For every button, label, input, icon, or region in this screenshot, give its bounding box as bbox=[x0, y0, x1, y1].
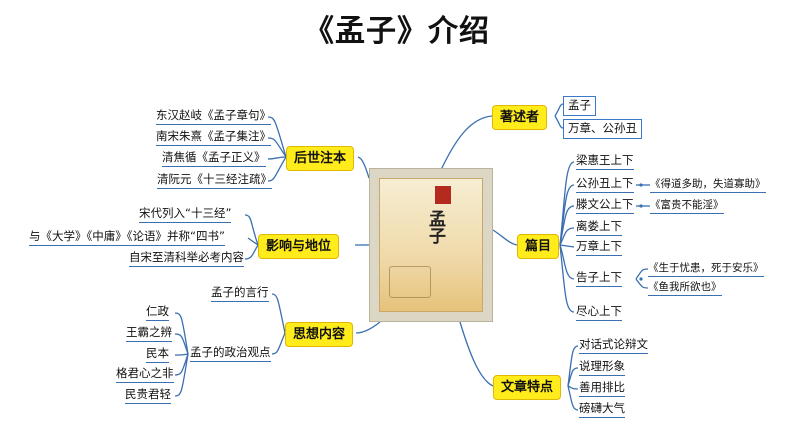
note-tengwengong: 《富贵不能淫》 bbox=[650, 200, 724, 214]
edge-center-houshi bbox=[357, 156, 370, 179]
hub-yingxiang: 影响与地位 bbox=[258, 234, 340, 259]
edge-center-zhushuzhe bbox=[439, 115, 493, 173]
sub-sixiang-2: 王霸之辨 bbox=[126, 326, 172, 342]
landscape-icon bbox=[389, 266, 431, 298]
sub-sixiang-3: 民本 bbox=[146, 347, 169, 363]
cover-inner: 孟子 bbox=[379, 178, 483, 312]
leaf-pianmu-5: 万章上下 bbox=[576, 240, 622, 256]
leaf-houshi-3: 清焦循《孟子正义》 bbox=[162, 151, 266, 167]
note-gaozi-2: 《鱼我所欲也》 bbox=[648, 282, 722, 296]
leaf-pianmu-1: 梁惠王上下 bbox=[576, 154, 634, 170]
leaf-pianmu-2: 公孙丑上下 bbox=[576, 177, 634, 193]
sub-sixiang-1: 仁政 bbox=[146, 305, 169, 321]
leaf-wenzhang-4: 磅礴大气 bbox=[579, 402, 625, 418]
hub-zhushuzhe: 著述者 bbox=[492, 105, 548, 130]
leaf-yingxiang-3: 自宋至清科举必考内容 bbox=[129, 251, 244, 267]
edge-center-pianmu bbox=[492, 229, 518, 246]
leaf-yingxiang-2: 与《大学》《中庸》《论语》并称“四书” bbox=[29, 230, 225, 246]
book-cover-image: 孟子 bbox=[369, 168, 493, 322]
leaf-sixiang-1: 孟子的言行 bbox=[211, 286, 269, 302]
note-gongsunchou: 《得道多助，失道寡助》 bbox=[650, 179, 766, 193]
leaf-pianmu-3: 滕文公上下 bbox=[576, 198, 634, 214]
hub-houshi: 后世注本 bbox=[286, 146, 355, 171]
leaf-wenzhang-3: 善用排比 bbox=[579, 381, 625, 397]
sub-sixiang-4: 格君心之非 bbox=[116, 367, 174, 383]
leaf-pianmu-6: 告子上下 bbox=[576, 271, 622, 287]
note-gaozi-1: 《生于忧患，死于安乐》 bbox=[648, 263, 764, 277]
hub-wenzhang: 文章特点 bbox=[493, 375, 562, 400]
page-title: 《孟子》介绍 bbox=[304, 14, 490, 49]
leaf-yingxiang-1: 宋代列入“十三经” bbox=[139, 207, 232, 223]
leaf-houshi-1: 东汉赵岐《孟子章句》 bbox=[156, 109, 271, 125]
leaf-houshi-2: 南宋朱熹《孟子集注》 bbox=[156, 130, 271, 146]
leaf-wenzhang-2: 说理形象 bbox=[579, 360, 625, 376]
leaf-houshi-4: 清阮元《十三经注疏》 bbox=[157, 173, 272, 189]
leaf-zhushuzhe-1: 孟子 bbox=[563, 96, 596, 116]
leaf-wenzhang-1: 对话式论辩文 bbox=[579, 338, 648, 354]
sub-sixiang-5: 民贵君轻 bbox=[125, 388, 171, 404]
leaf-pianmu-4: 离娄上下 bbox=[576, 220, 622, 236]
leaf-sixiang-2: 孟子的政治观点 bbox=[190, 346, 271, 362]
seal-icon bbox=[435, 186, 451, 204]
hub-sixiang: 思想内容 bbox=[285, 322, 354, 347]
cover-title: 孟子 bbox=[425, 210, 445, 244]
leaf-pianmu-7: 尽心上下 bbox=[576, 305, 622, 321]
hub-pianmu: 篇目 bbox=[517, 234, 560, 259]
leaf-zhushuzhe-2: 万章、公孙丑 bbox=[563, 119, 642, 139]
edge-center-wenzhang bbox=[459, 321, 494, 387]
edge-center-sixiang bbox=[355, 321, 381, 334]
